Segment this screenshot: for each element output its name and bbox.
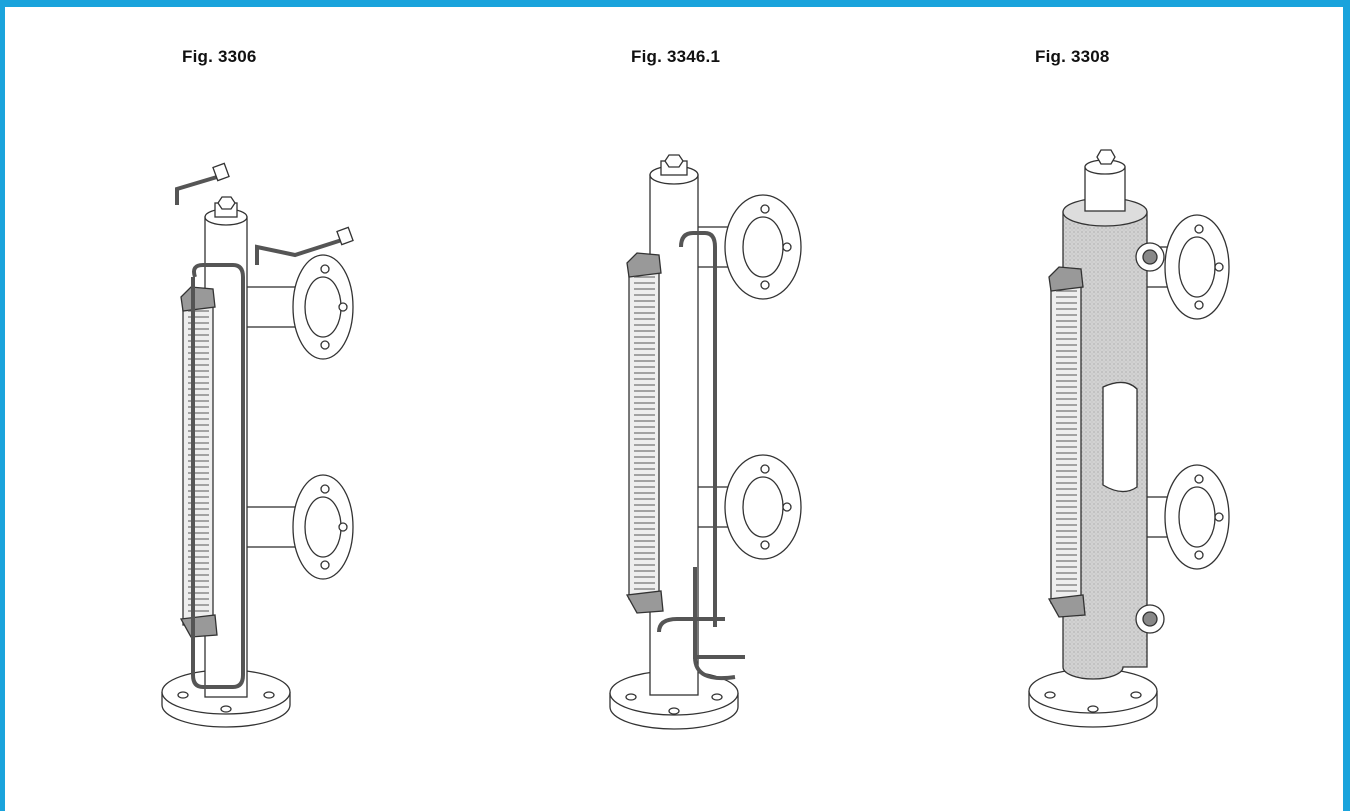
rail-scale-marks bbox=[188, 276, 1077, 612]
level-gauge-illustrations bbox=[161, 149, 1230, 730]
caption-fig-3308: Fig. 3308 bbox=[1035, 47, 1110, 66]
sensor-probe bbox=[657, 231, 745, 680]
indicator-rail bbox=[179, 286, 218, 638]
gauge-fig-3346-1 bbox=[609, 154, 802, 730]
lower-nozzle bbox=[1134, 464, 1230, 570]
gauge-fig-3306 bbox=[161, 162, 354, 728]
indicator-rail bbox=[1047, 266, 1086, 618]
indicator-rail bbox=[625, 252, 664, 614]
upper-nozzle bbox=[694, 194, 802, 300]
bottom-flange bbox=[1028, 668, 1158, 728]
lower-nozzle bbox=[244, 474, 354, 580]
heating-jacket bbox=[1062, 149, 1165, 680]
upper-nozzle bbox=[244, 254, 354, 360]
upper-nozzle bbox=[1134, 214, 1230, 320]
caption-fig-3306: Fig. 3306 bbox=[182, 47, 257, 66]
heating-coil bbox=[175, 175, 346, 689]
lower-nozzle bbox=[694, 454, 802, 560]
caption-fig-3346-1: Fig. 3346.1 bbox=[631, 47, 721, 66]
gauge-fig-3308 bbox=[1028, 149, 1230, 728]
coil-fittings bbox=[212, 162, 354, 246]
